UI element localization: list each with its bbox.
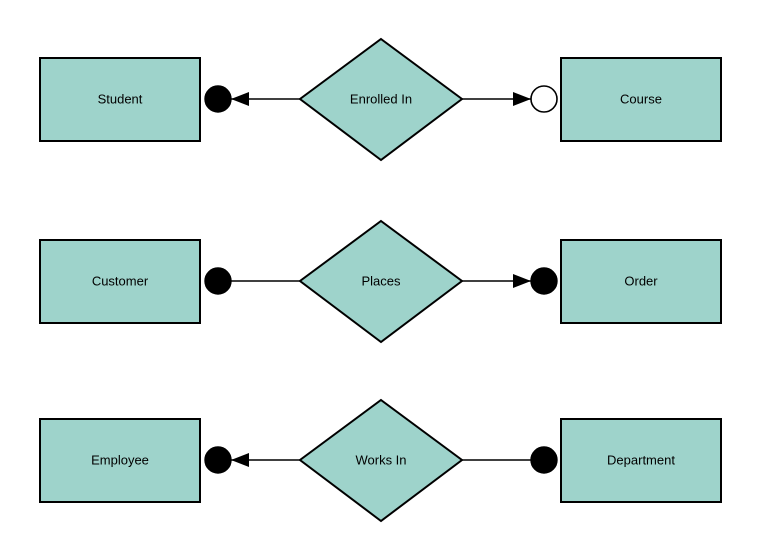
entity-department-box[interactable] <box>560 418 722 503</box>
entity-employee-box[interactable] <box>39 418 201 503</box>
entity-course-box[interactable] <box>560 57 722 142</box>
relationship-works-in-diamond[interactable] <box>298 398 464 523</box>
entity-customer[interactable]: Customer <box>39 239 201 324</box>
filled-circle-icon-order <box>530 267 558 295</box>
arrow-left-icon-employee <box>231 453 249 467</box>
arrow-right-icon-course <box>513 92 531 106</box>
entity-course-label: Course <box>620 91 662 106</box>
filled-circle-icon-department <box>530 446 558 474</box>
relationship-works-in-label: Works In <box>355 452 406 467</box>
relationship-enrolled-in[interactable]: Enrolled In <box>298 37 464 162</box>
entity-employee[interactable]: Employee <box>39 418 201 503</box>
entity-customer-box[interactable] <box>39 239 201 324</box>
er-row-works-in: Employee Works In Department <box>39 398 722 523</box>
entity-order-label: Order <box>624 273 658 288</box>
entity-student-box[interactable] <box>39 57 201 142</box>
entity-department[interactable]: Department <box>560 418 722 503</box>
entity-course[interactable]: Course <box>560 57 722 142</box>
er-row-places: Customer Places Order <box>39 219 722 344</box>
entity-order-box[interactable] <box>560 239 722 324</box>
relationship-enrolled-in-diamond[interactable] <box>298 37 464 162</box>
entity-student-label: Student <box>98 91 143 106</box>
er-row-enrolled-in: Student Enrolled In Course <box>39 37 722 162</box>
relationship-places[interactable]: Places <box>298 219 464 344</box>
relationship-enrolled-in-label: Enrolled In <box>350 91 412 106</box>
entity-employee-label: Employee <box>91 452 149 467</box>
arrow-right-icon-order <box>513 274 531 288</box>
entity-student[interactable]: Student <box>39 57 201 142</box>
entity-department-label: Department <box>607 452 675 467</box>
hollow-circle-icon-course <box>530 85 558 113</box>
relationship-places-diamond[interactable] <box>298 219 464 344</box>
filled-circle-icon-student <box>204 85 232 113</box>
entity-customer-label: Customer <box>92 273 149 288</box>
arrow-left-icon-student <box>231 92 249 106</box>
relationship-places-label: Places <box>361 273 401 288</box>
entity-order[interactable]: Order <box>560 239 722 324</box>
relationship-works-in[interactable]: Works In <box>298 398 464 523</box>
filled-circle-icon-customer <box>204 267 232 295</box>
filled-circle-icon-employee <box>204 446 232 474</box>
